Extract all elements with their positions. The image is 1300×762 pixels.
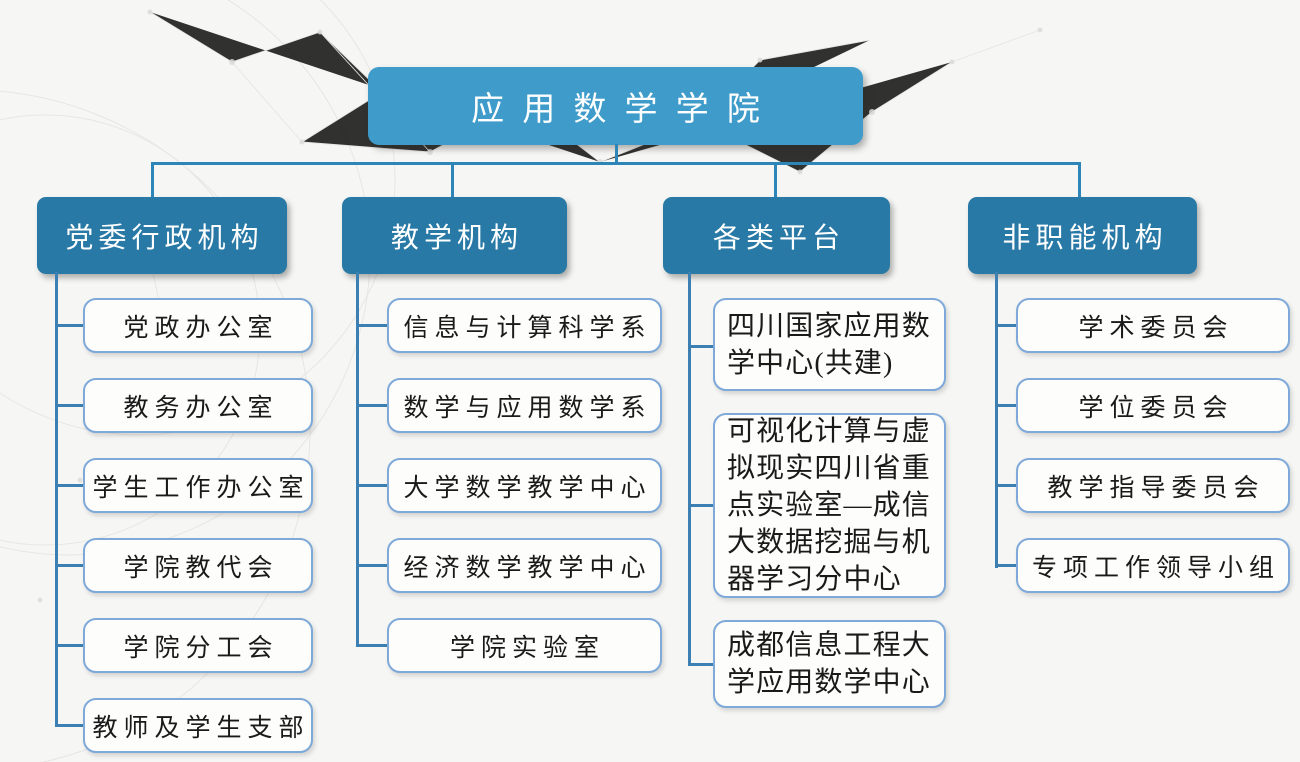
branch-label: 非职能机构: [1002, 222, 1168, 254]
branch-platforms: 各类平台: [663, 197, 890, 274]
connector-spine-col4: [995, 272, 998, 568]
connector-branch-drop-4: [1078, 162, 1081, 198]
connector-root-drop: [615, 144, 618, 165]
leaf-label: 数学与应用数学系: [403, 394, 652, 422]
leaf-label: 学位委员会: [1078, 394, 1234, 422]
root-node-school-of-applied-math: 应用数学学院: [368, 67, 863, 145]
leaf-label: 成都信息工程大学应用数学中心: [727, 630, 931, 698]
leaf-party-gov-office: 党政办公室: [83, 298, 313, 353]
leaf-label: 学院实验室: [449, 634, 605, 662]
connector-rail: [151, 162, 1081, 165]
leaf-econ-math-teaching-center: 经济数学教学中心: [387, 538, 662, 593]
leaf-student-work-office: 学生工作办公室: [83, 458, 313, 513]
leaf-college-union-branch: 学院分工会: [83, 618, 313, 673]
connector-stub-col4-2: [995, 404, 1018, 407]
connector-stub-col1-2: [55, 404, 85, 407]
connector-stub-col2-4: [356, 564, 389, 567]
connector-stub-col4-4: [995, 564, 1018, 567]
leaf-academic-affairs-office: 教务办公室: [83, 378, 313, 433]
connector-stub-col4-1: [995, 324, 1018, 327]
leaf-label: 专项工作领导小组: [1031, 554, 1280, 582]
connector-stub-col1-1: [55, 324, 85, 327]
connector-branch-drop-3: [774, 162, 777, 198]
connector-spine-col1: [55, 272, 58, 727]
leaf-math-applied-math-dept: 数学与应用数学系: [387, 378, 662, 433]
leaf-label: 四川国家应用数学中心(共建): [727, 310, 931, 379]
branch-label: 教学机构: [390, 222, 524, 254]
branch-party-admin-organs: 党委行政机构: [37, 197, 287, 274]
leaf-label: 学术委员会: [1078, 314, 1234, 342]
leaf-info-computing-science-dept: 信息与计算科学系: [387, 298, 662, 353]
leaf-label: 教学指导委员会: [1047, 474, 1265, 502]
leaf-teaching-steering-committee: 教学指导委员会: [1016, 458, 1290, 513]
connector-stub-col4-3: [995, 484, 1018, 487]
leaf-degree-committee: 学位委员会: [1016, 378, 1290, 433]
connector-stub-col2-1: [356, 324, 389, 327]
leaf-sichuan-national-applied-math-center: 四川国家应用数学中心(共建): [713, 298, 946, 391]
connector-stub-col1-5: [55, 644, 85, 647]
connector-stub-col3-3: [688, 663, 715, 666]
branch-non-functional-organs: 非职能机构: [968, 197, 1197, 274]
leaf-college-staff-congress: 学院教代会: [83, 538, 313, 593]
connector-stub-col2-2: [356, 404, 389, 407]
connector-stub-col1-6: [55, 724, 85, 727]
leaf-label: 教务办公室: [123, 394, 279, 422]
leaf-academic-committee: 学术委员会: [1016, 298, 1290, 353]
connector-branch-drop-2: [451, 162, 454, 198]
root-node-label: 应用数学学院: [471, 92, 779, 128]
connector-stub-col3-1: [688, 345, 715, 348]
leaf-label: 学院分工会: [123, 634, 279, 662]
connector-spine-col2: [356, 272, 359, 647]
connector-branch-drop-1: [151, 162, 154, 198]
connector-stub-col1-3: [55, 484, 85, 487]
branch-label: 各类平台: [712, 222, 846, 254]
connector-stub-col2-5: [356, 644, 389, 647]
connector-stub-col1-4: [55, 564, 85, 567]
leaf-label: 学生工作办公室: [92, 474, 310, 502]
connector-stub-col2-3: [356, 484, 389, 487]
connector-spine-col3: [688, 272, 691, 666]
leaf-visualization-vr-lab-subcenter: 可视化计算与虚拟现实四川省重点实验室—成信大数据挖掘与机器学习分中心: [713, 413, 946, 598]
leaf-label: 大学数学教学中心: [403, 474, 652, 502]
leaf-special-task-leading-group: 专项工作领导小组: [1016, 538, 1290, 593]
leaf-label: 经济数学教学中心: [403, 554, 652, 582]
leaf-label: 信息与计算科学系: [403, 314, 652, 342]
leaf-college-math-teaching-center: 大学数学教学中心: [387, 458, 662, 513]
connector-stub-col3-2: [688, 504, 715, 507]
leaf-teacher-student-party-branches: 教师及学生支部: [83, 698, 313, 753]
branch-teaching-organs: 教学机构: [342, 197, 567, 274]
leaf-college-laboratory: 学院实验室: [387, 618, 662, 673]
leaf-label: 教师及学生支部: [92, 714, 310, 742]
leaf-label: 学院教代会: [123, 554, 279, 582]
leaf-label: 党政办公室: [123, 314, 279, 342]
leaf-label: 可视化计算与虚拟现实四川省重点实验室—成信大数据挖掘与机器学习分中心: [727, 416, 931, 595]
branch-label: 党委行政机构: [65, 222, 264, 254]
leaf-cuit-applied-math-center: 成都信息工程大学应用数学中心: [713, 620, 946, 708]
